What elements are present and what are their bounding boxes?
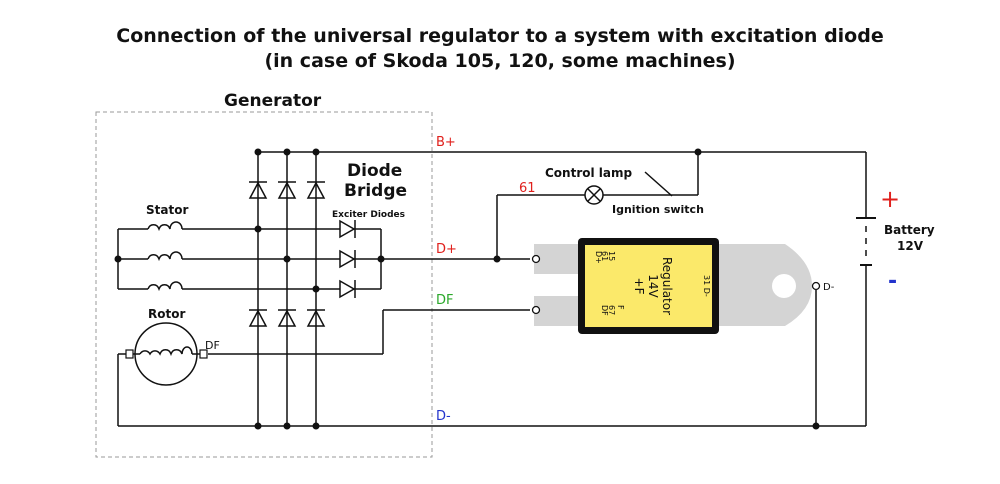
battery-label-1: Battery <box>884 223 935 237</box>
stator-label: Stator <box>146 203 188 217</box>
diode-icon <box>277 181 297 199</box>
rotor-coil-icon <box>139 346 193 357</box>
pin-15: 15 <box>607 251 616 261</box>
terminal-df: DF <box>436 293 454 308</box>
generator-box <box>95 111 433 458</box>
diode-icon <box>306 309 326 327</box>
wire-61-label: 61 <box>519 181 536 196</box>
regulator-mount-plate <box>712 244 812 326</box>
battery-label-2: 12V <box>897 239 924 253</box>
pin-31: 31 D- <box>702 275 711 297</box>
diagram-title: Connection of the universal regulator to… <box>0 24 1000 74</box>
regulator-dminus-label: D- <box>823 282 835 293</box>
control-lamp-icon <box>584 185 604 205</box>
regulator-type: +F <box>632 278 646 295</box>
diode-bridge-label-2: Bridge <box>344 181 407 201</box>
coil-icon <box>147 221 183 232</box>
generator-label: Generator <box>224 91 322 111</box>
regulator-voltage: 14V <box>646 274 660 298</box>
rotor-df-label: DF <box>205 339 220 352</box>
regulator-tab-lower <box>534 296 578 326</box>
coil-icon <box>147 251 183 262</box>
diode-icon <box>339 249 356 269</box>
coil-icon <box>147 281 183 292</box>
pin-67: 67 <box>607 305 616 315</box>
battery-plus-sign: + <box>880 185 900 213</box>
bridge-lower-diodes <box>248 309 326 327</box>
terminal-dplus: D+ <box>436 242 457 257</box>
pin-61: 61 <box>600 251 609 261</box>
title-line-2: (in case of Skoda 105, 120, some machine… <box>264 50 736 72</box>
diode-icon <box>277 309 297 327</box>
junction-dots <box>114 148 820 430</box>
pin-dplus: D+ <box>594 251 603 264</box>
diode-icon <box>306 181 326 199</box>
diode-icon <box>339 279 356 299</box>
pin-f: F <box>616 305 625 310</box>
exciter-diodes-label: Exciter Diodes <box>332 210 405 220</box>
control-lamp-label: Control lamp <box>545 166 632 180</box>
title-line-1: Connection of the universal regulator to… <box>116 25 884 47</box>
diode-icon <box>248 309 268 327</box>
rotor <box>125 322 208 386</box>
regulator-tab-upper <box>534 244 578 274</box>
stator-coils <box>147 221 183 292</box>
pin-df: DF <box>600 305 609 316</box>
bridge-upper-diodes <box>248 181 326 199</box>
regulator: Regulator 14V +F D+ 61 15 F 67 DF 31 D- <box>531 238 821 334</box>
battery-minus-sign: - <box>888 269 897 294</box>
exciter-diodes <box>339 219 356 299</box>
diode-icon <box>248 181 268 199</box>
terminal-dminus: D- <box>436 409 451 424</box>
battery-icon <box>856 217 876 266</box>
terminal-bplus: B+ <box>436 135 456 150</box>
rotor-label: Rotor <box>148 307 185 321</box>
regulator-name: Regulator <box>660 257 674 315</box>
diode-icon <box>339 219 356 239</box>
ignition-switch-label: Ignition switch <box>612 203 704 216</box>
diode-bridge-label-1: Diode <box>347 161 402 181</box>
